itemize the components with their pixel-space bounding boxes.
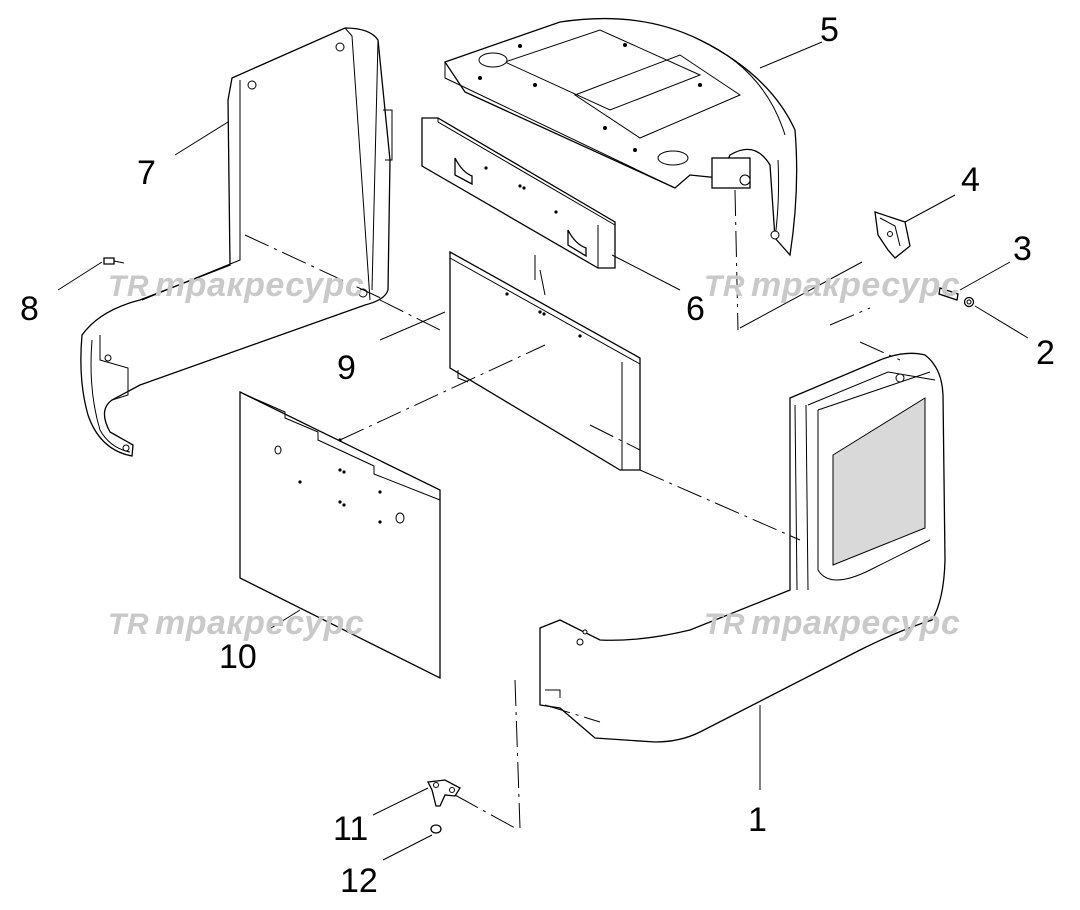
assembly-axes: [244, 189, 901, 829]
callout-11: 11: [333, 810, 369, 848]
watermark-logo: TR: [704, 270, 745, 303]
part-7-left-guard: [80, 27, 393, 457]
callout-3: 3: [1013, 230, 1032, 268]
part-8-screw: [103, 257, 125, 265]
callout-1: 1: [748, 801, 767, 839]
watermark-text: тракресурс: [751, 266, 961, 304]
callout-5: 5: [820, 11, 839, 49]
watermark-text: тракресурс: [751, 604, 961, 642]
watermark-logo: TR: [108, 608, 149, 641]
part-2-nut: [963, 296, 975, 308]
part-9-foam-panel: [449, 250, 641, 471]
part-6-foam-strip: [421, 117, 616, 269]
callout-6: 6: [686, 290, 705, 328]
part-1-right-fender: [539, 352, 946, 743]
watermark-logo: TR: [108, 270, 149, 303]
callout-2: 2: [1036, 334, 1055, 372]
part-5-top-cover: [443, 17, 798, 257]
part-10-flat-sheet: [239, 390, 441, 680]
watermark-text: тракресурс: [155, 266, 365, 304]
leader-lines: [57, 41, 1029, 861]
callout-8: 8: [20, 290, 39, 328]
callout-10: 10: [219, 638, 257, 676]
part-4-bracket: [874, 211, 911, 259]
part-3-bolt: [938, 287, 959, 301]
callout-4: 4: [961, 161, 980, 199]
callout-12: 12: [340, 862, 378, 900]
watermark-text: тракресурс: [155, 604, 365, 642]
part-12-nut: [430, 824, 442, 834]
callout-7: 7: [137, 154, 156, 192]
watermark-logo: TR: [704, 608, 745, 641]
callout-9: 9: [337, 349, 356, 387]
part-11-clip: [427, 779, 461, 807]
